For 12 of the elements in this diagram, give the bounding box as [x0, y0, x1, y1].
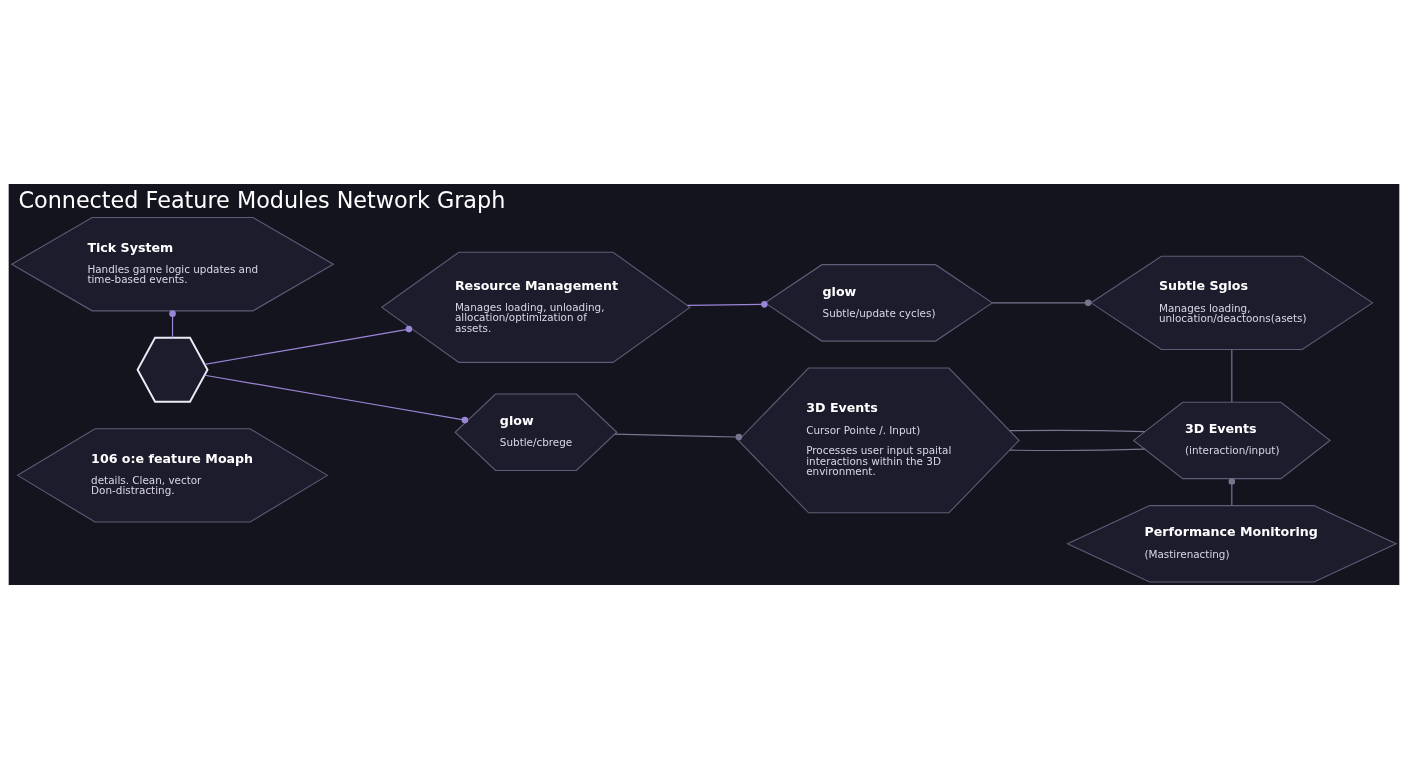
connector: [1228, 477, 1236, 506]
connector: [614, 433, 743, 440]
node-hexagon: [136, 336, 209, 403]
connector: [686, 300, 768, 308]
connector: [1009, 448, 1146, 451]
diagram-title: Connected Feature Modules Network Graph: [18, 186, 506, 213]
connector: [991, 299, 1092, 306]
connector: [204, 374, 469, 423]
connector: [1231, 348, 1233, 403]
connector: [204, 325, 413, 365]
connector: [1009, 429, 1146, 432]
connector: [169, 309, 176, 338]
